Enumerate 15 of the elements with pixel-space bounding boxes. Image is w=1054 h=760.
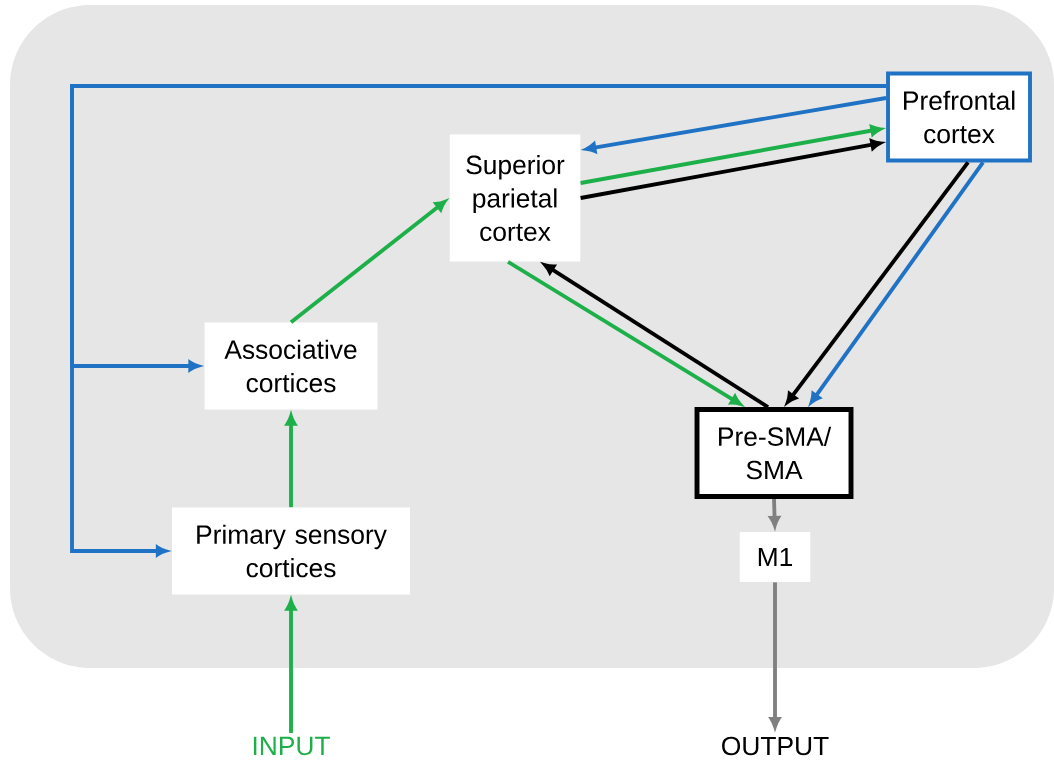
arrow xyxy=(809,161,985,405)
arrow xyxy=(289,199,447,324)
arrow xyxy=(285,598,297,733)
io-label: OUTPUT xyxy=(722,736,829,756)
brain-region-box: Pre-SMA/ SMA xyxy=(694,407,854,499)
arrow xyxy=(285,413,297,508)
brain-region-box: Primary sensory cortices xyxy=(172,507,410,595)
brain-region-box: M1 xyxy=(739,532,811,582)
arrow xyxy=(785,161,970,405)
brain-region-box: Superior parietal cortex xyxy=(449,134,581,262)
brain-region-box: Associative cortices xyxy=(204,322,378,410)
arrow xyxy=(580,125,883,185)
brain-region-box: Prefrontal cortex xyxy=(886,71,1032,163)
io-label: INPUT xyxy=(253,736,330,756)
arrow xyxy=(580,139,883,200)
